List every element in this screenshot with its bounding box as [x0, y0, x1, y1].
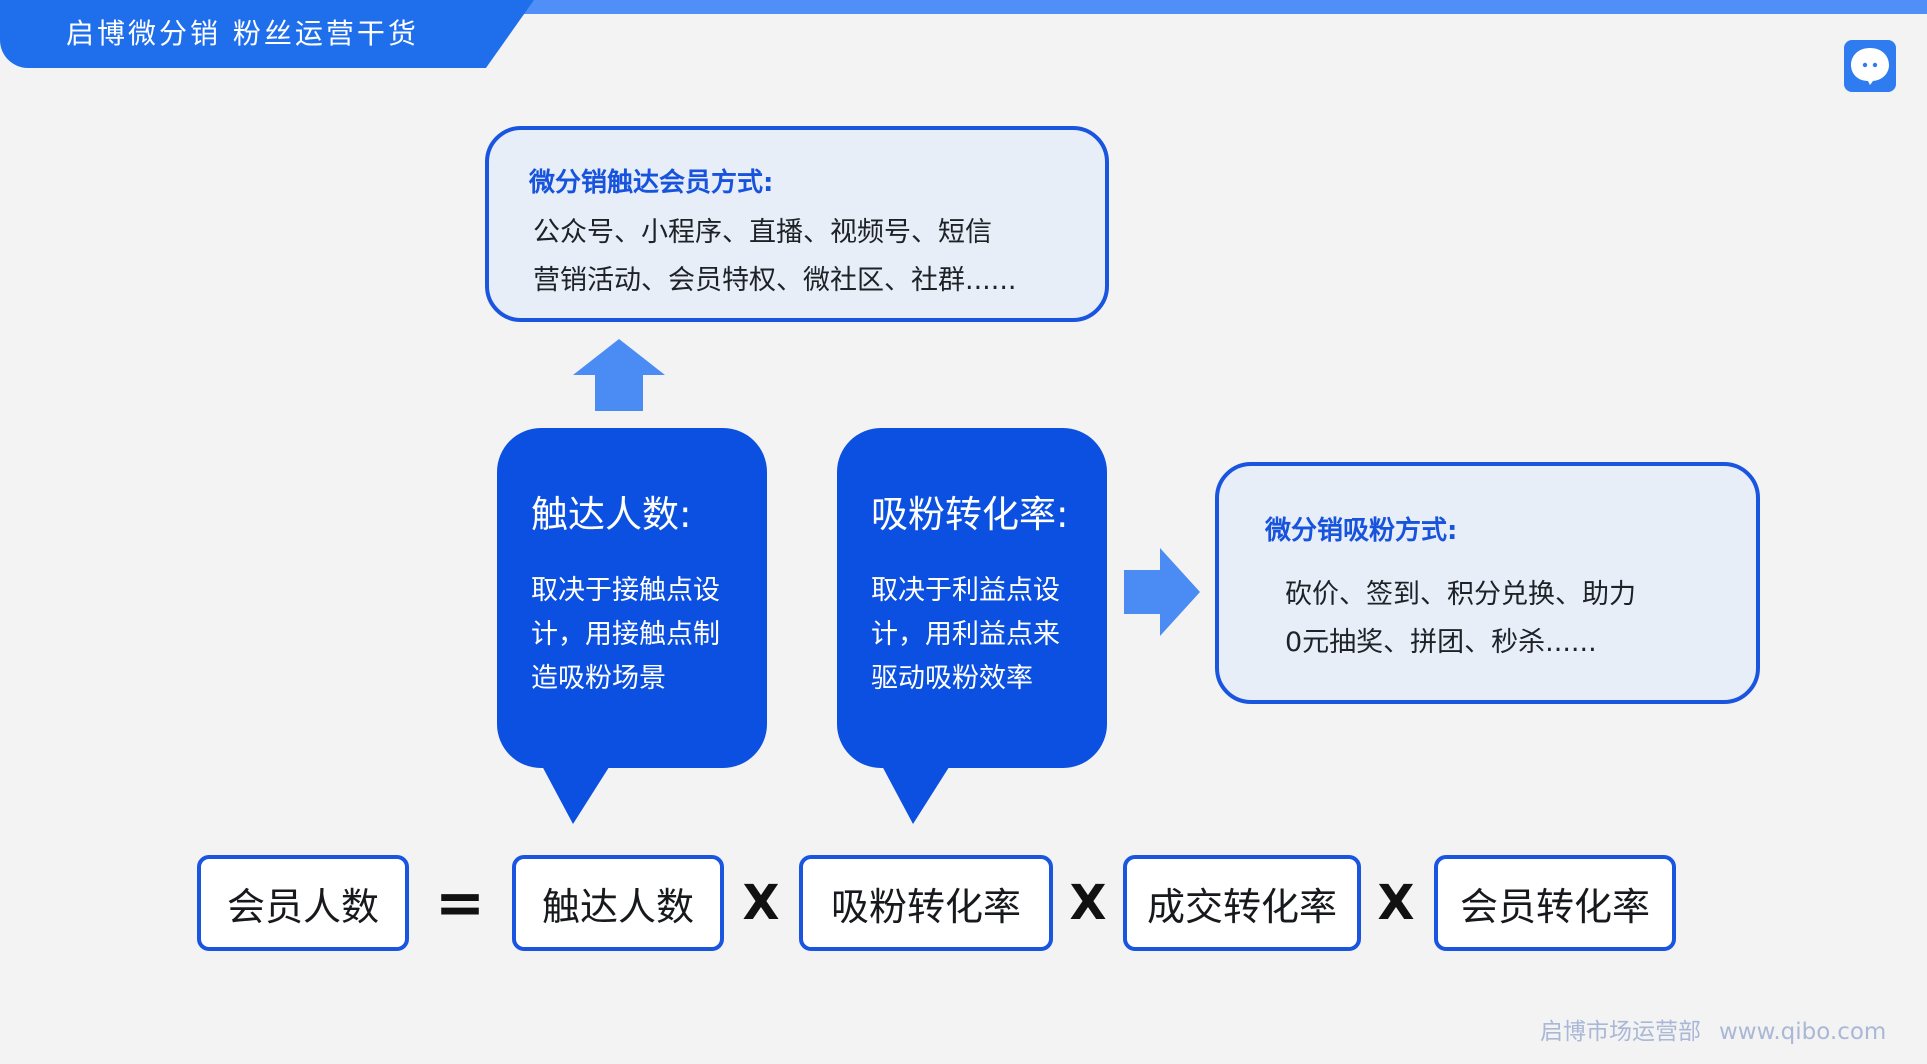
bubble-line: 取决于利益点设 — [871, 575, 1060, 606]
reach-methods-title: 微分销触达会员方式: — [529, 168, 774, 198]
formula-factor-deal-conversion: 成交转化率 — [1123, 855, 1361, 951]
formula-factor-fan-conversion: 吸粉转化率 — [799, 855, 1053, 951]
footer: 启博市场运营部 www.qibo.com — [1540, 1012, 1886, 1046]
arrow-right-icon — [1124, 548, 1200, 636]
bubble-tail — [881, 764, 951, 824]
reach-methods-line: 公众号、小程序、直播、视频号、短信 — [533, 217, 992, 248]
header-tab — [0, 0, 534, 68]
bubble-line: 取决于接触点设 — [531, 575, 720, 606]
reach-count-bubble: 触达人数: 取决于接触点设 计，用接触点制 造吸粉场景 — [497, 428, 767, 828]
formula-factor-member-conversion: 会员转化率 — [1434, 855, 1676, 951]
equals-sign: = — [434, 868, 486, 938]
reach-methods-line: 营销活动、会员特权、微社区、社群...... — [533, 265, 1017, 296]
formula-result-box: 会员人数 — [197, 855, 409, 951]
fan-methods-line: 砍价、签到、积分兑换、助力 — [1285, 579, 1636, 610]
multiply-sign: X — [742, 875, 780, 931]
bubble-line: 造吸粉场景 — [531, 663, 666, 694]
fan-methods-line: 0元抽奖、拼团、秒杀...... — [1285, 627, 1597, 658]
bubble-line: 计，用接触点制 — [531, 619, 720, 650]
bubble-body — [837, 428, 1107, 768]
bubble-title: 吸粉转化率: — [871, 493, 1069, 536]
page-title: 启博微分销 粉丝运营干货 — [66, 17, 419, 50]
formula-factor-reach: 触达人数 — [512, 855, 724, 951]
footer-site-link[interactable]: www.qibo.com — [1719, 1019, 1887, 1045]
fan-methods-title: 微分销吸粉方式: — [1265, 516, 1458, 546]
bubble-tail — [541, 764, 611, 824]
bubble-body — [497, 428, 767, 768]
footer-org: 启博市场运营部 — [1540, 1019, 1701, 1045]
multiply-sign: X — [1377, 875, 1415, 931]
fan-methods-box: 微分销吸粉方式: 砍价、签到、积分兑换、助力 0元抽奖、拼团、秒杀...... — [1215, 462, 1760, 704]
reach-methods-box: 微分销触达会员方式: 公众号、小程序、直播、视频号、短信 营销活动、会员特权、微… — [485, 126, 1109, 322]
chat-bubble-icon[interactable] — [1844, 40, 1896, 92]
multiply-sign: X — [1069, 875, 1107, 931]
arrow-up-icon — [573, 339, 665, 411]
fan-conversion-bubble: 吸粉转化率: 取决于利益点设 计，用利益点来 驱动吸粉效率 — [837, 428, 1107, 828]
bubble-line: 计，用利益点来 — [871, 619, 1060, 650]
bubble-title: 触达人数: — [531, 493, 692, 536]
bubble-line: 驱动吸粉效率 — [871, 663, 1033, 694]
